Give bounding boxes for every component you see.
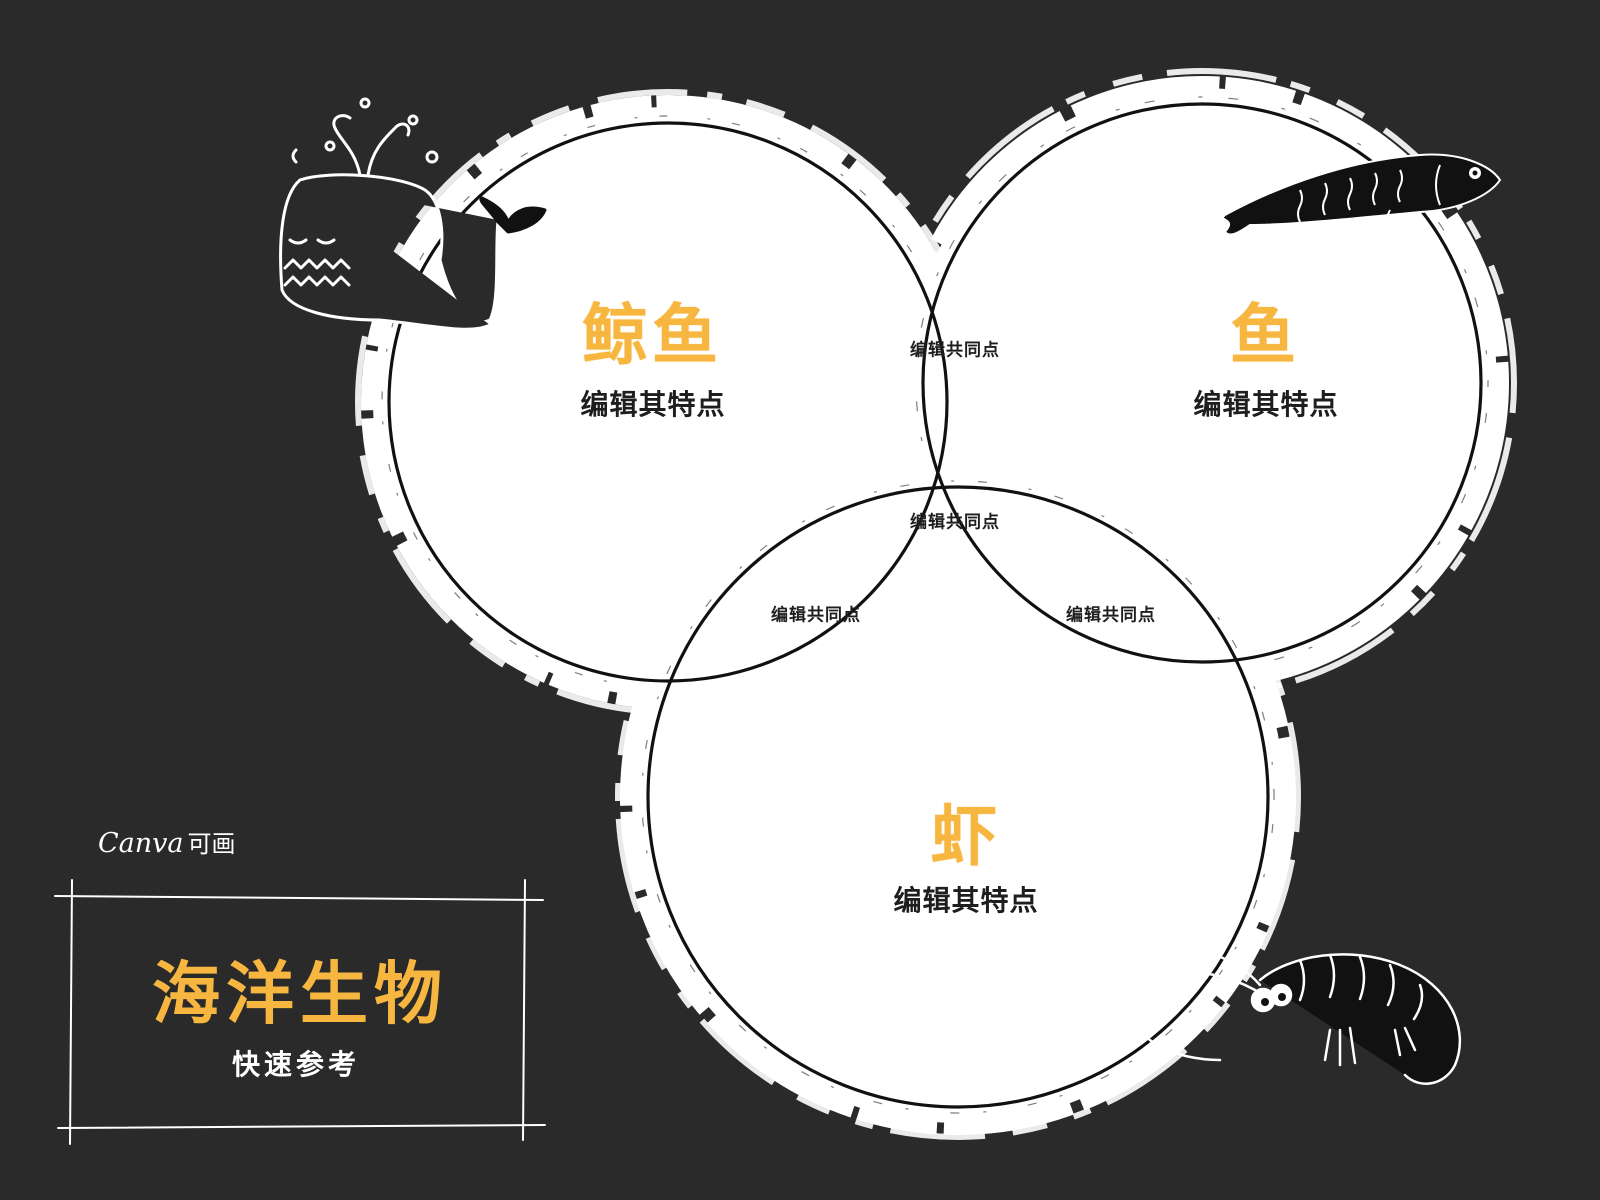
venn-outlines	[387, 102, 1483, 1109]
brand-cn: 可画	[187, 830, 236, 858]
shrimp-title: 虾	[931, 798, 1001, 875]
shrimp-subtitle: 编辑其特点	[893, 884, 1039, 917]
overlap-whale-fish: 编辑共同点	[910, 340, 1000, 361]
whale-title: 鲸鱼	[582, 297, 722, 374]
fish-icon	[1220, 139, 1502, 236]
fish-subtitle: 编辑其特点	[1193, 388, 1339, 421]
whale-icon	[279, 97, 547, 331]
overlap-center: 编辑共同点	[910, 512, 1000, 533]
shrimp-circle	[615, 454, 1301, 1140]
page-subtitle: 快速参考	[231, 1048, 361, 1081]
whale-subtitle: 编辑其特点	[580, 388, 726, 421]
brand-latin: Canva	[98, 828, 184, 859]
overlap-whale-shrimp: 编辑共同点	[771, 605, 861, 626]
page-title: 海洋生物	[151, 955, 449, 1035]
title-card-frame	[54, 879, 546, 1145]
shrimp-icon	[1133, 947, 1462, 1085]
overlap-fish-shrimp: 编辑共同点	[1066, 605, 1156, 626]
fish-title: 鱼	[1230, 297, 1300, 374]
